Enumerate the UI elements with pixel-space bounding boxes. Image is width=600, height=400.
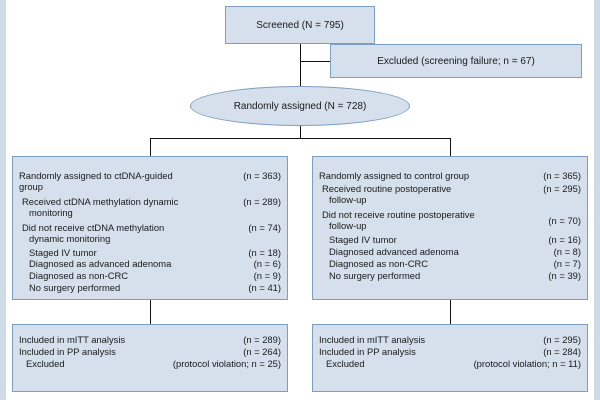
control-not-received-n: (n = 70)	[548, 215, 581, 226]
ctdna-mitt-label: Included in mITT analysis	[19, 334, 126, 345]
ctdna-pp-label: Included in PP analysis	[19, 346, 116, 357]
control-reason-label: Diagnosed advanced adenoma	[329, 246, 459, 257]
ctdna-not-received-n: (n = 74)	[248, 222, 281, 233]
control-reason-n: (n = 39)	[548, 270, 581, 281]
control-analysis-box: Included in mITT analysis (n = 295) Incl…	[312, 324, 588, 392]
control-pp-excluded-n: (protocol violation; n = 11)	[473, 358, 581, 369]
control-reason-n: (n = 7)	[553, 258, 581, 269]
excluded-box: Excluded (screening failure; n = 67)	[330, 44, 582, 78]
ctdna-arm-box: Randomly assigned to ctDNA-guided (n = 3…	[12, 156, 288, 300]
ctdna-reason-n: (n = 18)	[248, 247, 281, 258]
control-reason-n: (n = 16)	[548, 234, 581, 245]
control-received-n: (n = 295)	[543, 183, 581, 194]
ctdna-arm-title-line1: Randomly assigned to ctDNA-guided	[19, 170, 173, 181]
connector-to-left-arm	[150, 138, 151, 156]
ctdna-received-n: (n = 289)	[243, 196, 281, 207]
ctdna-reason-label: No surgery performed	[29, 282, 121, 293]
control-received-line2: follow-up	[329, 194, 367, 205]
connector-left-to-analysis	[150, 300, 151, 324]
ctdna-reason-label: Diagnosed as advanced adenoma	[29, 258, 172, 269]
ctdna-pp-n: (n = 264)	[243, 346, 281, 357]
connector-horizontal-split	[150, 138, 451, 139]
connector-right-to-analysis	[450, 300, 451, 324]
ctdna-reason-n: (n = 6)	[253, 258, 281, 269]
excluded-label: Excluded (screening failure; n = 67)	[377, 55, 535, 67]
control-arm-title-n: (n = 365)	[543, 170, 581, 181]
control-received-line1: Received routine postoperative	[322, 183, 452, 194]
ctdna-received-line2: monitoring	[29, 207, 73, 218]
ctdna-reason-n: (n = 41)	[248, 282, 281, 293]
right-edge-band	[594, 0, 600, 400]
screened-label: Screened (N = 795)	[256, 19, 344, 31]
connector-to-excluded	[300, 61, 330, 62]
ctdna-pp-excluded-n: (protocol violation; n = 25)	[172, 358, 281, 369]
control-reason-label: Staged IV tumor	[329, 234, 397, 245]
control-pp-n: (n = 284)	[543, 346, 581, 357]
left-edge-band	[0, 0, 6, 400]
control-not-received-line1: Did not receive routine postoperative	[322, 209, 475, 220]
control-mitt-label: Included in mITT analysis	[319, 334, 426, 345]
ctdna-mitt-n: (n = 289)	[243, 334, 281, 345]
control-arm-title-line1: Randomly assigned to control group	[319, 170, 470, 181]
ctdna-received-line1: Received ctDNA methylation dynamic	[22, 196, 179, 207]
ctdna-reason-label: Diagnosed as non-CRC	[29, 270, 129, 281]
control-not-received-line2: follow-up	[329, 220, 367, 231]
connector-screened-to-randomized	[300, 44, 301, 86]
control-arm-box: Randomly assigned to control group (n = …	[312, 156, 588, 300]
connector-to-right-arm	[450, 138, 451, 156]
connector-randomized-down	[300, 126, 301, 138]
control-pp-excluded-label: Excluded	[326, 358, 365, 369]
ctdna-reason-n: (n = 9)	[253, 270, 281, 281]
randomized-ellipse: Randomly assigned (N = 728)	[190, 86, 410, 126]
ctdna-analysis-box: Included in mITT analysis (n = 289) Incl…	[12, 324, 288, 392]
randomized-label: Randomly assigned (N = 728)	[233, 100, 367, 112]
control-reason-label: Diagnosed as non-CRC	[329, 258, 429, 269]
ctdna-arm-title-line2: group	[19, 181, 43, 192]
ctdna-pp-excluded-label: Excluded	[26, 358, 65, 369]
ctdna-not-received-line2: dynamic monitoring	[29, 233, 111, 244]
screened-box: Screened (N = 795)	[225, 6, 375, 44]
control-pp-label: Included in PP analysis	[319, 346, 416, 357]
ctdna-arm-title-n: (n = 363)	[243, 170, 281, 181]
control-reason-label: No surgery performed	[329, 270, 421, 281]
ctdna-not-received-line1: Did not receive ctDNA methylation	[22, 222, 165, 233]
control-reason-n: (n = 8)	[553, 246, 581, 257]
control-mitt-n: (n = 295)	[543, 334, 581, 345]
ctdna-reason-label: Staged IV tumor	[29, 247, 97, 258]
